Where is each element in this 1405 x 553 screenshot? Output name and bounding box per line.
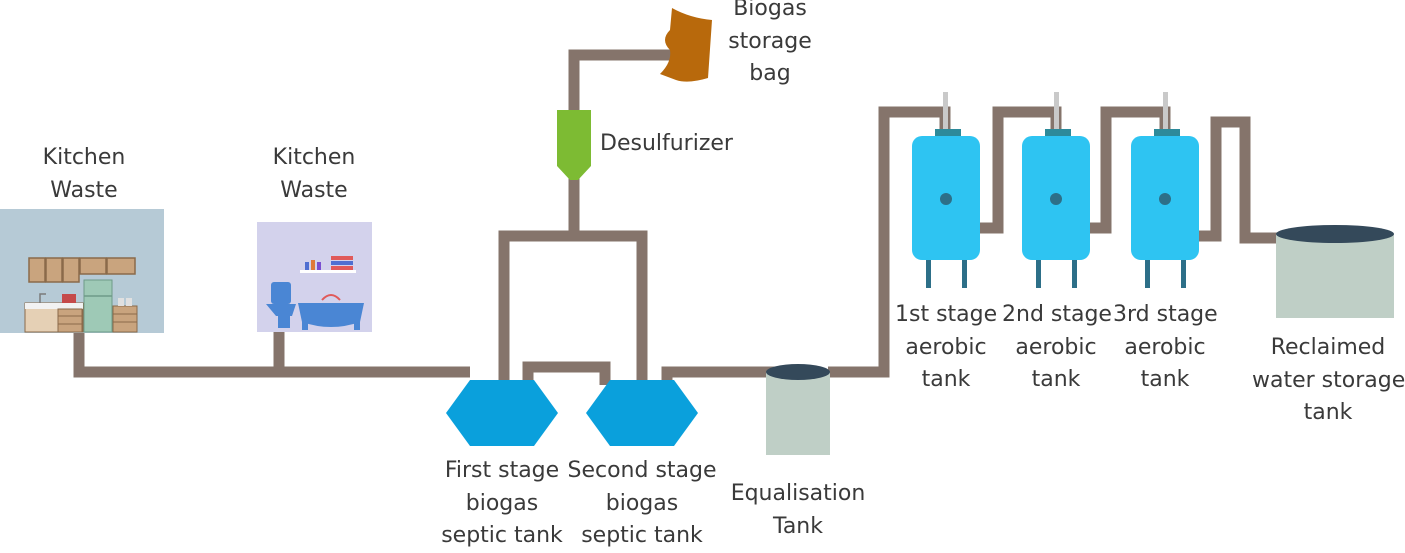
pipe-first-tank-riser [498,230,574,385]
pipe-to-biogas-bag [568,49,672,112]
kitchen-waste-label-1: Kitchen Waste [42,145,126,203]
equalisation-tank [766,364,830,455]
aerobic-tank-2 [1022,92,1090,288]
aerobic-2-label: 2nd stage aerobic tank [1002,302,1112,392]
second-stage-septic-tank [586,380,698,446]
second-stage-biogas-label: Second stage biogas septic tank [567,458,717,548]
pipe-kitchen-to-septic [73,330,470,378]
pipe-second-tank-riser [574,230,648,385]
kitchen-waste-label-2: Kitchen Waste [272,145,356,203]
aerobic-1-label: 1st stage aerobic tank [895,302,998,392]
aerobic-tank-1 [912,92,980,288]
kitchen-illustration [0,209,164,333]
desulfurizer-label: Desulfurizer [600,131,733,156]
pipe-second-to-equalisation [661,366,775,385]
biogas-bag-label: Biogas storage bag [728,0,812,86]
biogas-bag-icon [660,8,712,82]
reclaimed-water-label: Reclaimed water storage tank [1252,335,1405,425]
aerobic-3-label: 3rd stage aerobic tank [1113,302,1218,392]
aerobic-tank-3 [1131,92,1199,288]
desulfurizer-icon [557,110,591,180]
pipe-first-to-second-tank [522,361,611,385]
first-stage-septic-tank [446,380,558,446]
reclaimed-water-tank [1276,225,1394,318]
bathroom-illustration [257,222,372,332]
first-stage-biogas-label: First stage biogas septic tank [441,458,563,548]
equalisation-label: Equalisation Tank [730,481,866,539]
pipe-aerobic-3-to-reclaimed [1199,116,1278,244]
